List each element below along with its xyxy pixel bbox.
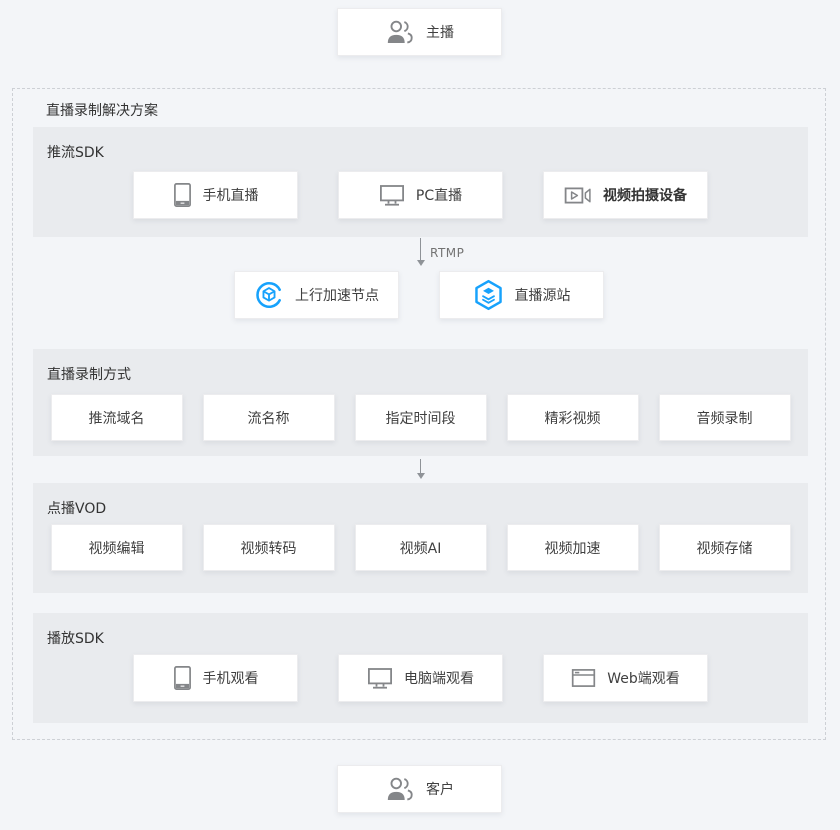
node-label: 推流域名: [88, 410, 145, 427]
phone-icon: [173, 665, 192, 691]
relay-row: 上行加速节点 直播源站: [13, 271, 825, 319]
node-label: 视频拍摄设备: [603, 188, 687, 204]
node-web-watch: Web端观看: [543, 654, 708, 702]
customer-node: 客户: [337, 765, 502, 813]
node-push-domain: 推流域名: [50, 394, 183, 441]
monitor-icon: [367, 667, 393, 689]
users-icon: [385, 776, 415, 802]
down-arrow: [416, 459, 425, 479]
node-pc-live: PC直播: [338, 171, 503, 219]
acceleration-node-icon: [254, 280, 284, 310]
anchor-label: 主播: [426, 25, 454, 41]
play-sdk-row: 手机观看 电脑端观看 Web端观看: [33, 654, 808, 702]
vod-row: 视频编辑 视频转码 视频AI 视频加速 视频存储: [33, 524, 808, 571]
node-video-storage: 视频存储: [658, 524, 791, 571]
node-mobile-watch: 手机观看: [133, 654, 298, 702]
node-video-edit: 视频编辑: [50, 524, 183, 571]
video-camera-icon: [564, 186, 592, 205]
push-sdk-row: 手机直播 PC直播 视频拍摄设备: [33, 171, 808, 219]
section-play-sdk: 播放SDK 手机观看 电脑端观看: [33, 613, 808, 723]
section-vod-title: 点播VOD: [47, 501, 107, 517]
rtmp-label: RTMP: [430, 246, 465, 260]
phone-icon: [173, 182, 192, 208]
node-mobile-live: 手机直播: [133, 171, 298, 219]
section-push-sdk: 推流SDK 手机直播 PC直播: [33, 127, 808, 237]
node-time-range: 指定时间段: [354, 394, 487, 441]
rtmp-arrow: [416, 238, 425, 266]
node-label: PC直播: [415, 188, 463, 204]
node-video-capture-device: 视频拍摄设备: [543, 171, 708, 219]
node-label: 视频编辑: [88, 540, 145, 557]
anchor-node: 主播: [337, 8, 502, 56]
section-record-modes: 直播录制方式 推流域名 流名称 指定时间段 精彩视频 音频录制: [33, 349, 808, 456]
node-label: 手机直播: [202, 188, 259, 204]
node-label: 上行加速节点: [295, 288, 379, 304]
section-push-sdk-title: 推流SDK: [47, 145, 104, 161]
node-label: 视频转码: [240, 540, 297, 557]
origin-server-icon: [473, 279, 504, 311]
node-stream-name: 流名称: [202, 394, 335, 441]
node-video-acceleration: 视频加速: [506, 524, 639, 571]
node-label: 视频存储: [696, 540, 753, 557]
node-pc-watch: 电脑端观看: [338, 654, 503, 702]
node-label: 手机观看: [202, 671, 259, 687]
node-upstream-acceleration: 上行加速节点: [234, 271, 399, 319]
node-label: 视频AI: [399, 540, 442, 557]
customer-label: 客户: [426, 782, 454, 798]
node-label: 直播源站: [514, 288, 571, 304]
node-label: 电脑端观看: [404, 671, 474, 687]
node-label: 流名称: [247, 410, 290, 427]
browser-icon: [571, 668, 596, 688]
section-vod: 点播VOD 视频编辑 视频转码 视频AI 视频加速 视频存储: [33, 483, 808, 593]
solution-title: 直播录制解决方案: [46, 103, 158, 119]
node-video-ai: 视频AI: [354, 524, 487, 571]
record-modes-row: 推流域名 流名称 指定时间段 精彩视频 音频录制: [33, 394, 808, 441]
users-icon: [385, 19, 415, 45]
section-play-sdk-title: 播放SDK: [47, 631, 104, 647]
node-label: 音频录制: [696, 410, 753, 427]
node-label: 视频加速: [544, 540, 601, 557]
node-audio-record: 音频录制: [658, 394, 791, 441]
section-record-modes-title: 直播录制方式: [47, 367, 131, 383]
node-label: 指定时间段: [385, 410, 456, 427]
solution-container: 直播录制解决方案 推流SDK 手机直播 PC直播: [12, 88, 826, 740]
node-label: 精彩视频: [544, 410, 601, 427]
node-highlight-video: 精彩视频: [506, 394, 639, 441]
monitor-icon: [379, 184, 405, 206]
node-video-transcode: 视频转码: [202, 524, 335, 571]
node-live-origin-server: 直播源站: [439, 271, 604, 319]
node-label: Web端观看: [607, 671, 680, 687]
